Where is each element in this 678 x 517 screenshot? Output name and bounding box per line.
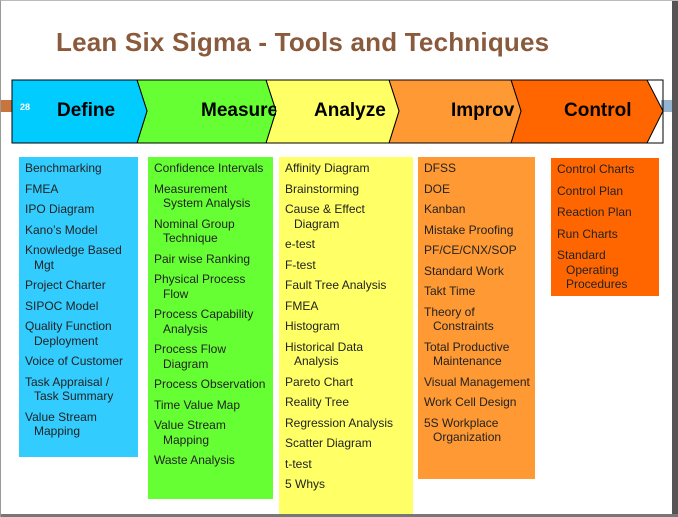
slide-border-bottom (1, 514, 678, 517)
measure-tool-item: Pair wise Ranking (154, 251, 251, 266)
analyze-tool-item: Historical Data Analysis (285, 339, 364, 369)
control-tool-item: Standard Operating Procedures (557, 248, 628, 291)
define-tool-item: Project Charter (25, 278, 106, 292)
control-tool-item: Control Charts (557, 162, 635, 176)
improve-tool-item: DFSS (424, 161, 457, 175)
improve-tool-item: Takt Time (424, 284, 476, 298)
dmaic-chevron-bar (11, 79, 664, 144)
define-tool-item: IPO Diagram (25, 202, 95, 216)
define-tool-item: Task Appraisal / Task Summary (25, 374, 114, 404)
accent-stripe-right (661, 100, 673, 112)
improve-tool-item: Mistake Proofing (424, 222, 514, 237)
measure-tool-item: Process Flow Diagram (154, 342, 227, 371)
phase-improve: Improv (451, 100, 515, 121)
phase-control: Control (564, 100, 632, 121)
slide-border (672, 1, 678, 517)
phase-measure: Measure (201, 100, 276, 121)
improve-tool-item: Standard Work (424, 263, 504, 278)
measure-tool-item: Measurement System Analysis (154, 181, 251, 211)
measure-tool-item: Process Capability Analysis (154, 307, 254, 336)
analyze-tool-item: Pareto Chart (285, 374, 354, 389)
improve-tool-item: Total Productive Maintenance (424, 339, 510, 369)
analyze-tool-item: Scatter Diagram (285, 436, 372, 450)
analyze-tool-item: e-test (285, 237, 316, 251)
measure-tool-item: Physical Process Flow (154, 272, 246, 301)
define-tool-item: Kano’s Model (25, 222, 98, 237)
analyze-tool-item: Brainstorming (285, 181, 360, 196)
analyze-tool-item: Fault Tree Analysis (285, 278, 387, 292)
control-tool-item: Reaction Plan (557, 205, 632, 219)
control-tool-item: Control Plan (557, 183, 624, 198)
slide-title: Lean Six Sigma - Tools and Techniques (56, 27, 550, 57)
analyze-tool-item: Cause & Effect Diagram (285, 202, 365, 231)
define-tool-item: SIPOC Model (25, 298, 99, 313)
measure-tool-item: Waste Analysis (154, 453, 235, 467)
measure-tool-item: Nominal Group Technique (154, 216, 235, 246)
analyze-tool-item: Reality Tree (285, 395, 350, 409)
analyze-tool-item: Regression Analysis (285, 415, 394, 430)
improve-tool-item: Theory of Constraints (424, 304, 494, 334)
define-tool-item: Knowledge Based Mgt (25, 243, 122, 272)
define-tool-item: Value Stream Mapping (25, 409, 97, 439)
measure-tool-item: Time Value Map (154, 397, 241, 412)
measure-tool-item: Value Stream Mapping (154, 418, 226, 447)
define-tool-item: Benchmarking (25, 161, 102, 175)
improve-tool-item: 5S Workplace Organization (424, 415, 502, 445)
analyze-tool-item: 5 Whys (285, 477, 326, 491)
improve-tool-item: Visual Management (424, 374, 530, 389)
improve-tool-item: PF/CE/CNX/SOP (424, 243, 517, 257)
improve-tool-item: Work Cell Design (424, 395, 517, 409)
control-tool-item: Run Charts (557, 226, 618, 241)
analyze-tool-item: Affinity Diagram (285, 161, 370, 175)
define-tool-item: FMEA (25, 181, 59, 196)
improve-tool-item: DOE (424, 181, 451, 196)
measure-tool-item: Confidence Intervals (154, 161, 264, 175)
measure-tool-item: Process Observation (154, 377, 266, 391)
page-number: 28 (20, 102, 31, 112)
improve-tool-item: Kanban (424, 202, 466, 216)
analyze-tool-item: F-test (285, 257, 316, 272)
define-tool-item: Voice of Customer (25, 354, 124, 368)
phase-define: Define (57, 100, 116, 121)
phase-analyze: Analyze (314, 100, 386, 121)
analyze-tool-item: Histogram (285, 319, 340, 333)
define-tool-item: Quality Function Deployment (25, 319, 112, 348)
analyze-tool-item: t-test (285, 456, 312, 471)
analyze-tool-item: FMEA (285, 298, 319, 313)
